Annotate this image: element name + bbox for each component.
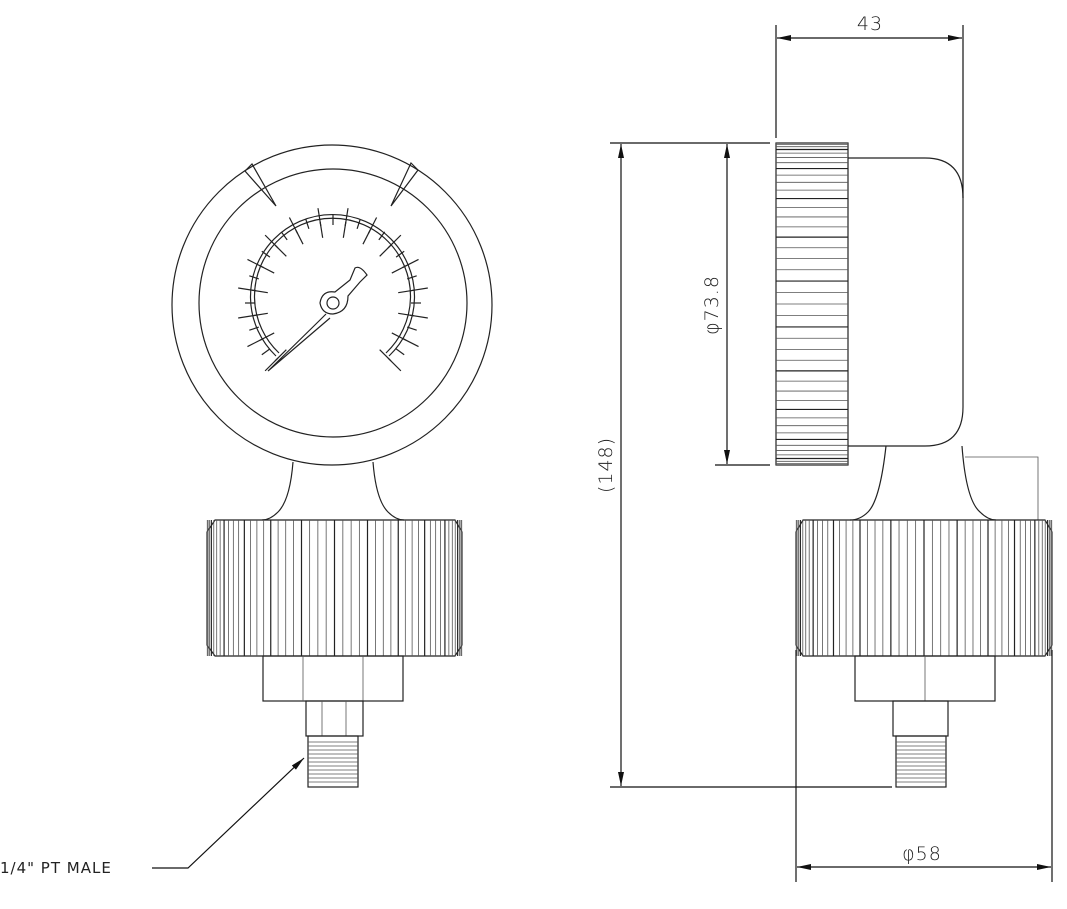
gauge-neck-right — [372, 461, 405, 521]
drawing-line — [249, 326, 260, 331]
drawing-line — [261, 348, 271, 356]
drawing-line — [259, 332, 275, 341]
threaded-connector — [307, 735, 359, 788]
drawing-line — [378, 231, 386, 241]
drawing-line — [251, 289, 268, 294]
dimension-depth: 43 — [775, 13, 964, 198]
depth-label: 43 — [857, 13, 883, 35]
dimension-overall-height: (148) — [595, 144, 892, 788]
hex-body — [262, 655, 404, 702]
drawing-line — [395, 250, 405, 258]
side-hex-fitting — [892, 700, 949, 737]
drawing-line — [398, 289, 415, 294]
left-pointer-stop — [244, 163, 277, 207]
drawing-line — [319, 221, 324, 238]
drawing-line — [379, 349, 392, 362]
drawing-line — [391, 265, 407, 274]
drawing-line — [379, 244, 392, 257]
overall-height-label: (148) — [595, 437, 617, 493]
hex-fitting — [305, 700, 364, 737]
dimension-bezel-diameter: φ73.8 — [610, 142, 770, 466]
drawing-line — [395, 348, 405, 356]
gauge-dial-face — [198, 168, 468, 438]
bezel-diameter-label: φ73.8 — [701, 275, 723, 335]
drawing-line — [274, 244, 287, 257]
side-view — [775, 142, 1053, 788]
thread-callout-label: 1/4" PT MALE — [0, 859, 112, 877]
drawing-line — [342, 221, 347, 238]
drawing-line — [251, 312, 268, 317]
gauge-outer-ring — [171, 144, 493, 466]
dial-ticks — [238, 208, 428, 372]
drawing-line — [280, 231, 288, 241]
side-neck-right — [961, 445, 997, 521]
drawing-line — [406, 326, 417, 331]
drawing-line — [274, 349, 287, 362]
side-neck-left — [849, 445, 887, 521]
drawing-line — [406, 275, 417, 280]
drawing-line — [398, 312, 415, 317]
drawing-line — [391, 332, 407, 341]
front-view — [171, 144, 493, 788]
drawing-line — [305, 219, 310, 230]
gauge-case — [848, 157, 964, 447]
thread-callout: 1/4" PT MALE — [0, 757, 305, 877]
side-threaded-connector — [895, 735, 947, 788]
drawing-line — [362, 229, 371, 245]
drawing-line — [261, 250, 271, 258]
dimension-nut-diameter: φ58 — [795, 650, 1053, 882]
drawing-line — [259, 265, 275, 274]
needle-tail — [267, 313, 331, 372]
gauge-neck-left — [261, 461, 294, 521]
gauge-needle — [319, 266, 368, 315]
dial-scale-arc — [249, 213, 416, 357]
drawing-line — [356, 219, 361, 230]
needle-hub — [326, 296, 340, 310]
drawing-line — [295, 229, 304, 245]
drawing-line — [249, 275, 260, 280]
nut-diameter-label: φ58 — [902, 843, 942, 865]
right-pointer-stop — [390, 161, 419, 207]
